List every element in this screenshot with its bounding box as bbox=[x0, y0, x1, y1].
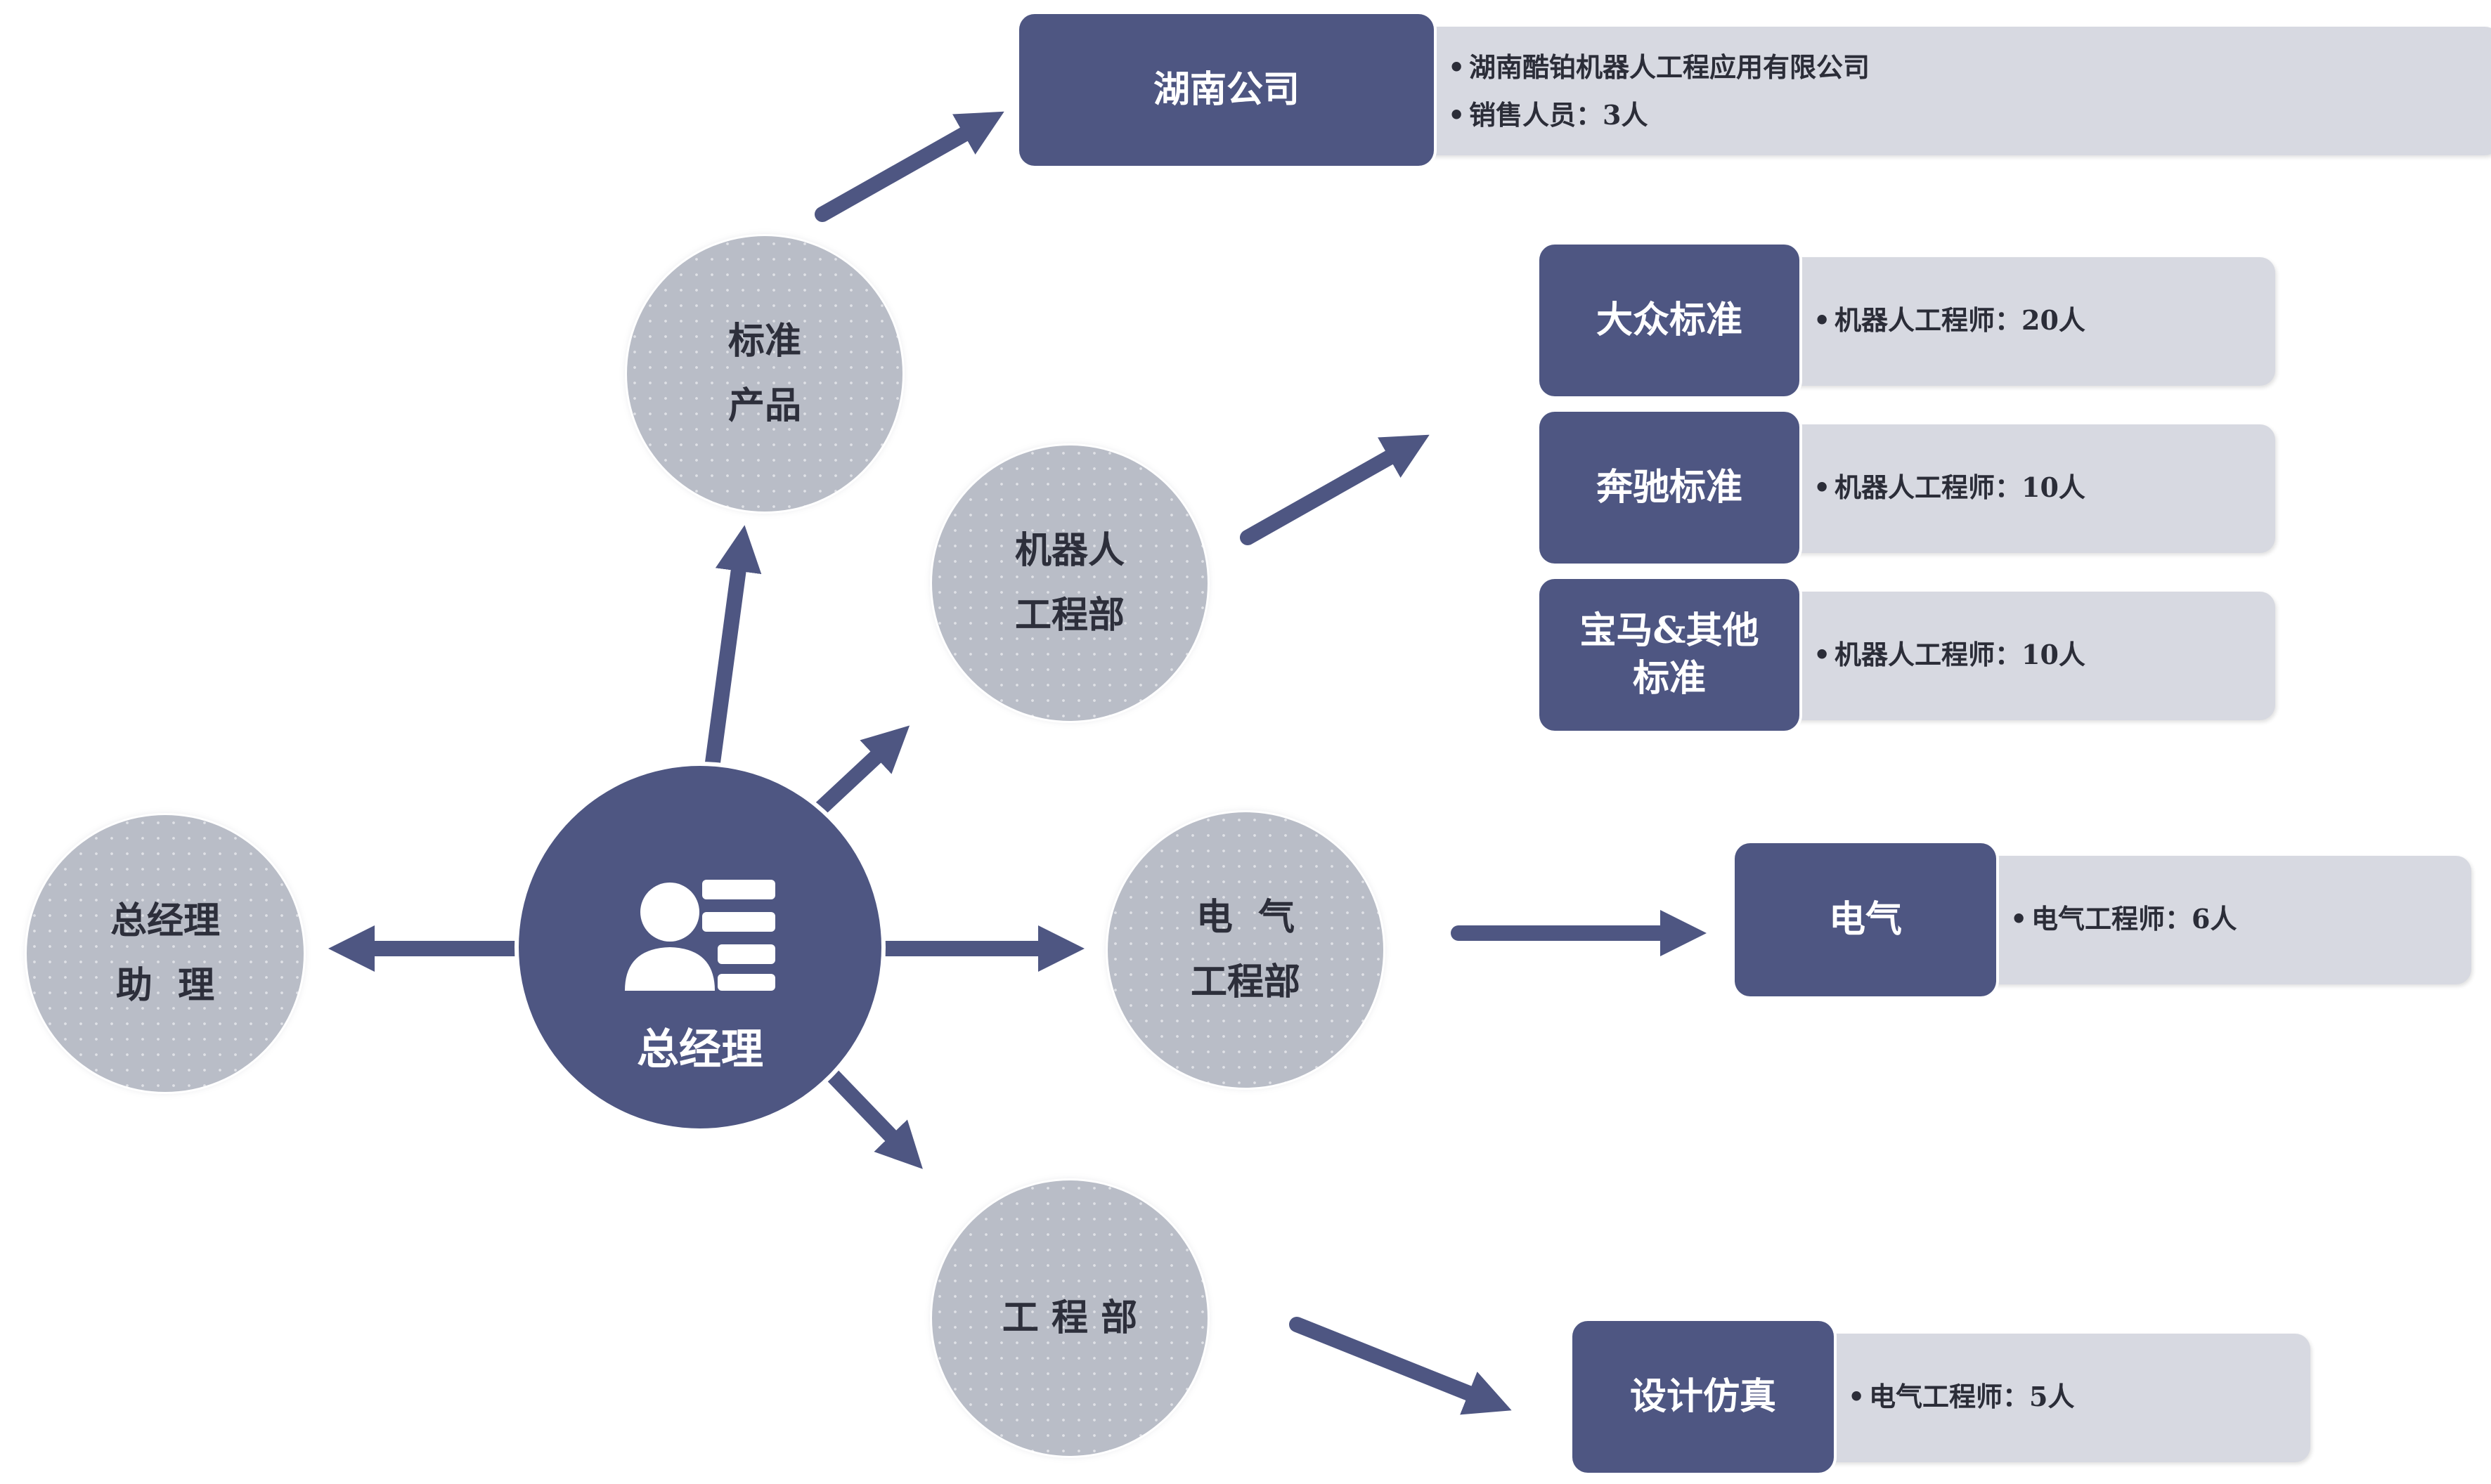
card-item: 电气工程师：5人 bbox=[1848, 1373, 2074, 1421]
card-title: 电气 bbox=[1735, 843, 1996, 996]
card-items: 湖南酷铂机器人工程应用有限公司 销售人员：3人 bbox=[1448, 42, 1870, 141]
card-title-line: 电气 bbox=[1828, 898, 1902, 941]
card-title: 宝马&其他 标准 bbox=[1539, 579, 1799, 731]
assistant-node: 总经理 助 理 bbox=[27, 815, 304, 1092]
card-title-line: 大众标准 bbox=[1596, 299, 1742, 341]
node-label-line: 工程部 bbox=[1014, 594, 1125, 637]
manager-icon bbox=[625, 880, 775, 991]
card-item: 机器人工程师：20人 bbox=[1813, 297, 2085, 344]
card-title: 湖南公司 bbox=[1019, 14, 1434, 166]
card-items: 机器人工程师：20人 bbox=[1813, 297, 2085, 344]
card-items: 电气工程师：6人 bbox=[2010, 895, 2237, 943]
card-items: 机器人工程师：10人 bbox=[1813, 464, 2085, 512]
arrow-to-design-card bbox=[1289, 1317, 1512, 1415]
card-title-line: 奔驰标准 bbox=[1596, 466, 1742, 509]
card-title: 设计仿真 bbox=[1572, 1321, 1834, 1473]
card-item: 机器人工程师：10人 bbox=[1813, 631, 2085, 679]
card-title-line: 湖南公司 bbox=[1153, 68, 1300, 111]
arrow-to-hunan bbox=[815, 111, 1004, 222]
node-label-line: 工 程 部 bbox=[1002, 1296, 1138, 1339]
general-manager-node: 总经理 bbox=[519, 766, 881, 1128]
card-items: 机器人工程师：10人 bbox=[1813, 631, 2085, 679]
center-label: 总经理 bbox=[637, 1025, 763, 1074]
arrow-to-robot-cards bbox=[1240, 434, 1430, 545]
card-items: 电气工程师：5人 bbox=[1848, 1373, 2074, 1421]
arrow-to-standard-product bbox=[702, 525, 762, 791]
card-title-line: 设计仿真 bbox=[1629, 1375, 1776, 1418]
node-label-line: 总经理 bbox=[110, 899, 220, 942]
node-label-line: 标准 bbox=[727, 320, 801, 363]
robot-dept-node: 机器人 工程部 bbox=[932, 445, 1208, 721]
card-item: 机器人工程师：10人 bbox=[1813, 464, 2085, 512]
node-label-line: 工程部 bbox=[1190, 961, 1300, 1003]
engineering-dept-node: 工 程 部 bbox=[932, 1180, 1208, 1456]
card-item: 电气工程师：6人 bbox=[2010, 895, 2237, 943]
node-label-line: 产品 bbox=[727, 384, 801, 427]
arrow-to-engineering-dept bbox=[808, 1050, 923, 1169]
node-label-line: 机器人 bbox=[1014, 529, 1125, 572]
card-item: 湖南酷铂机器人工程应用有限公司 bbox=[1448, 44, 1870, 91]
card-title-line: 标准 bbox=[1632, 657, 1706, 700]
card-title: 大众标准 bbox=[1539, 245, 1799, 396]
card-title-line: 宝马&其他 bbox=[1579, 609, 1759, 652]
node-label-line: 助 理 bbox=[115, 964, 215, 1007]
card-item: 销售人员：3人 bbox=[1448, 91, 1870, 139]
electrical-dept-node: 电 气 工程部 bbox=[1108, 812, 1383, 1088]
card-title: 奔驰标准 bbox=[1539, 412, 1799, 564]
node-label-line: 电 气 bbox=[1196, 896, 1295, 939]
standard-product-node: 标准 产品 bbox=[627, 236, 902, 512]
